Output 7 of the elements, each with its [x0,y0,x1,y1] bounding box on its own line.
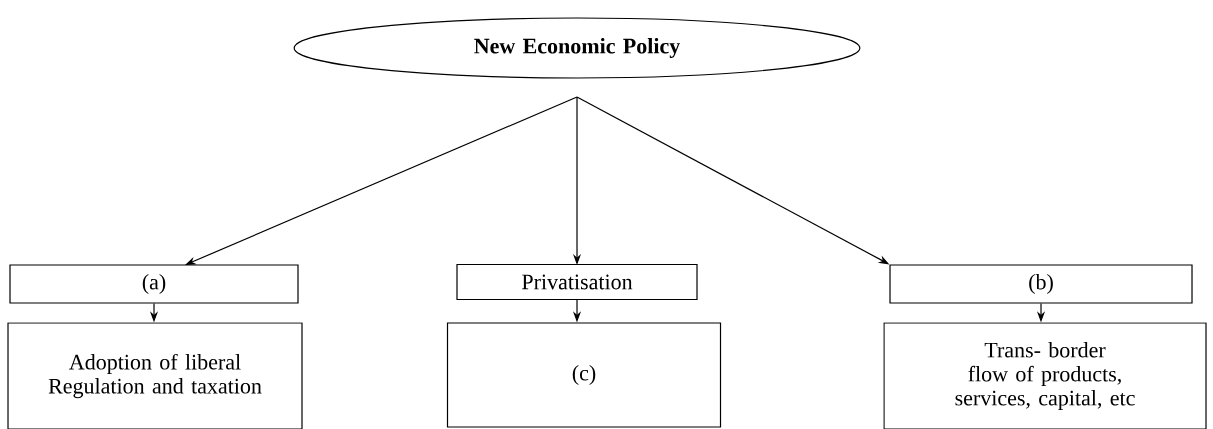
text-box: (a) [9,264,299,304]
text-box: Privatisation [456,263,698,301]
text-box: (c) [446,322,722,428]
text-box: Adoption of liberal Regulation and taxation [7,322,303,429]
text-box: Trans- border flow of products, services, capital, etc [883,322,1207,429]
oval-node: New Economic Policy [293,17,861,79]
text-box: (b) [889,264,1193,304]
